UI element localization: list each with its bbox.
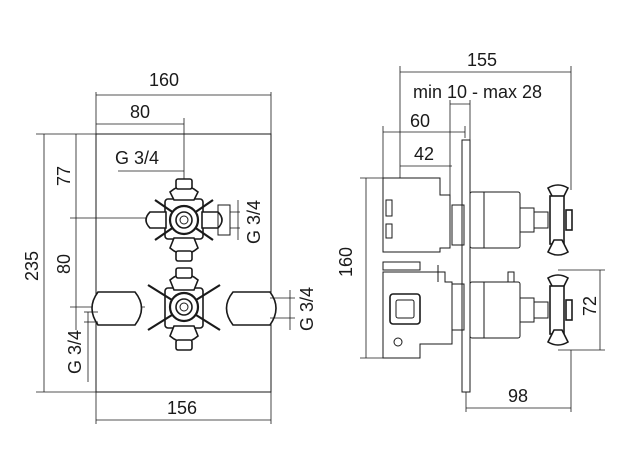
front-plate	[95, 133, 272, 393]
label-77: 77	[54, 166, 74, 186]
label-g34-left-lower: G 3/4	[65, 330, 85, 374]
connector-right-upper: G 3/4	[217, 200, 264, 244]
label-42: 42	[414, 144, 434, 164]
label-g34-top: G 3/4	[115, 148, 159, 168]
connector-right-lower: G 3/4	[270, 287, 317, 331]
label-g34-right-upper: G 3/4	[244, 200, 264, 244]
dim-front-width-top: 160	[95, 70, 272, 134]
label-80-left: 80	[54, 254, 74, 274]
dim-side-98: 98	[465, 350, 572, 412]
dim-side-wall-range: min 10 - max 28	[413, 82, 542, 195]
label-min-max: min 10 - max 28	[413, 82, 542, 102]
dim-front-height-235: 235	[22, 133, 96, 393]
dim-side-42: 42	[400, 144, 452, 167]
valve-body	[382, 177, 453, 359]
label-235: 235	[22, 251, 42, 281]
side-view: 155 min 10 - max 28 60 42 160	[336, 50, 605, 412]
dim-side-60: 60	[382, 111, 466, 178]
label-156: 156	[167, 398, 197, 418]
label-155: 155	[467, 50, 497, 70]
connector-left-lower: G 3/4	[65, 311, 98, 382]
label-160-top: 160	[149, 70, 179, 90]
dim-side-72: 72	[558, 269, 605, 351]
side-lower-handle	[451, 271, 573, 346]
label-g34-right-lower: G 3/4	[297, 287, 317, 331]
dim-connection-top: G 3/4	[115, 148, 184, 172]
front-view: 160 80 G 3/4 235 77 80	[22, 70, 317, 424]
label-160-side: 160	[336, 247, 356, 277]
label-60: 60	[410, 111, 430, 131]
side-plate	[461, 139, 471, 393]
dim-front-width-bottom: 156	[95, 392, 272, 424]
label-98: 98	[508, 386, 528, 406]
dim-side-160: 160	[336, 177, 400, 359]
label-80-top: 80	[130, 102, 150, 122]
upper-cross-handle	[145, 178, 223, 262]
label-72: 72	[580, 296, 600, 316]
side-upper-handle	[451, 184, 573, 256]
lower-cross-handle	[91, 267, 277, 351]
dim-side-155: 155	[399, 50, 572, 190]
